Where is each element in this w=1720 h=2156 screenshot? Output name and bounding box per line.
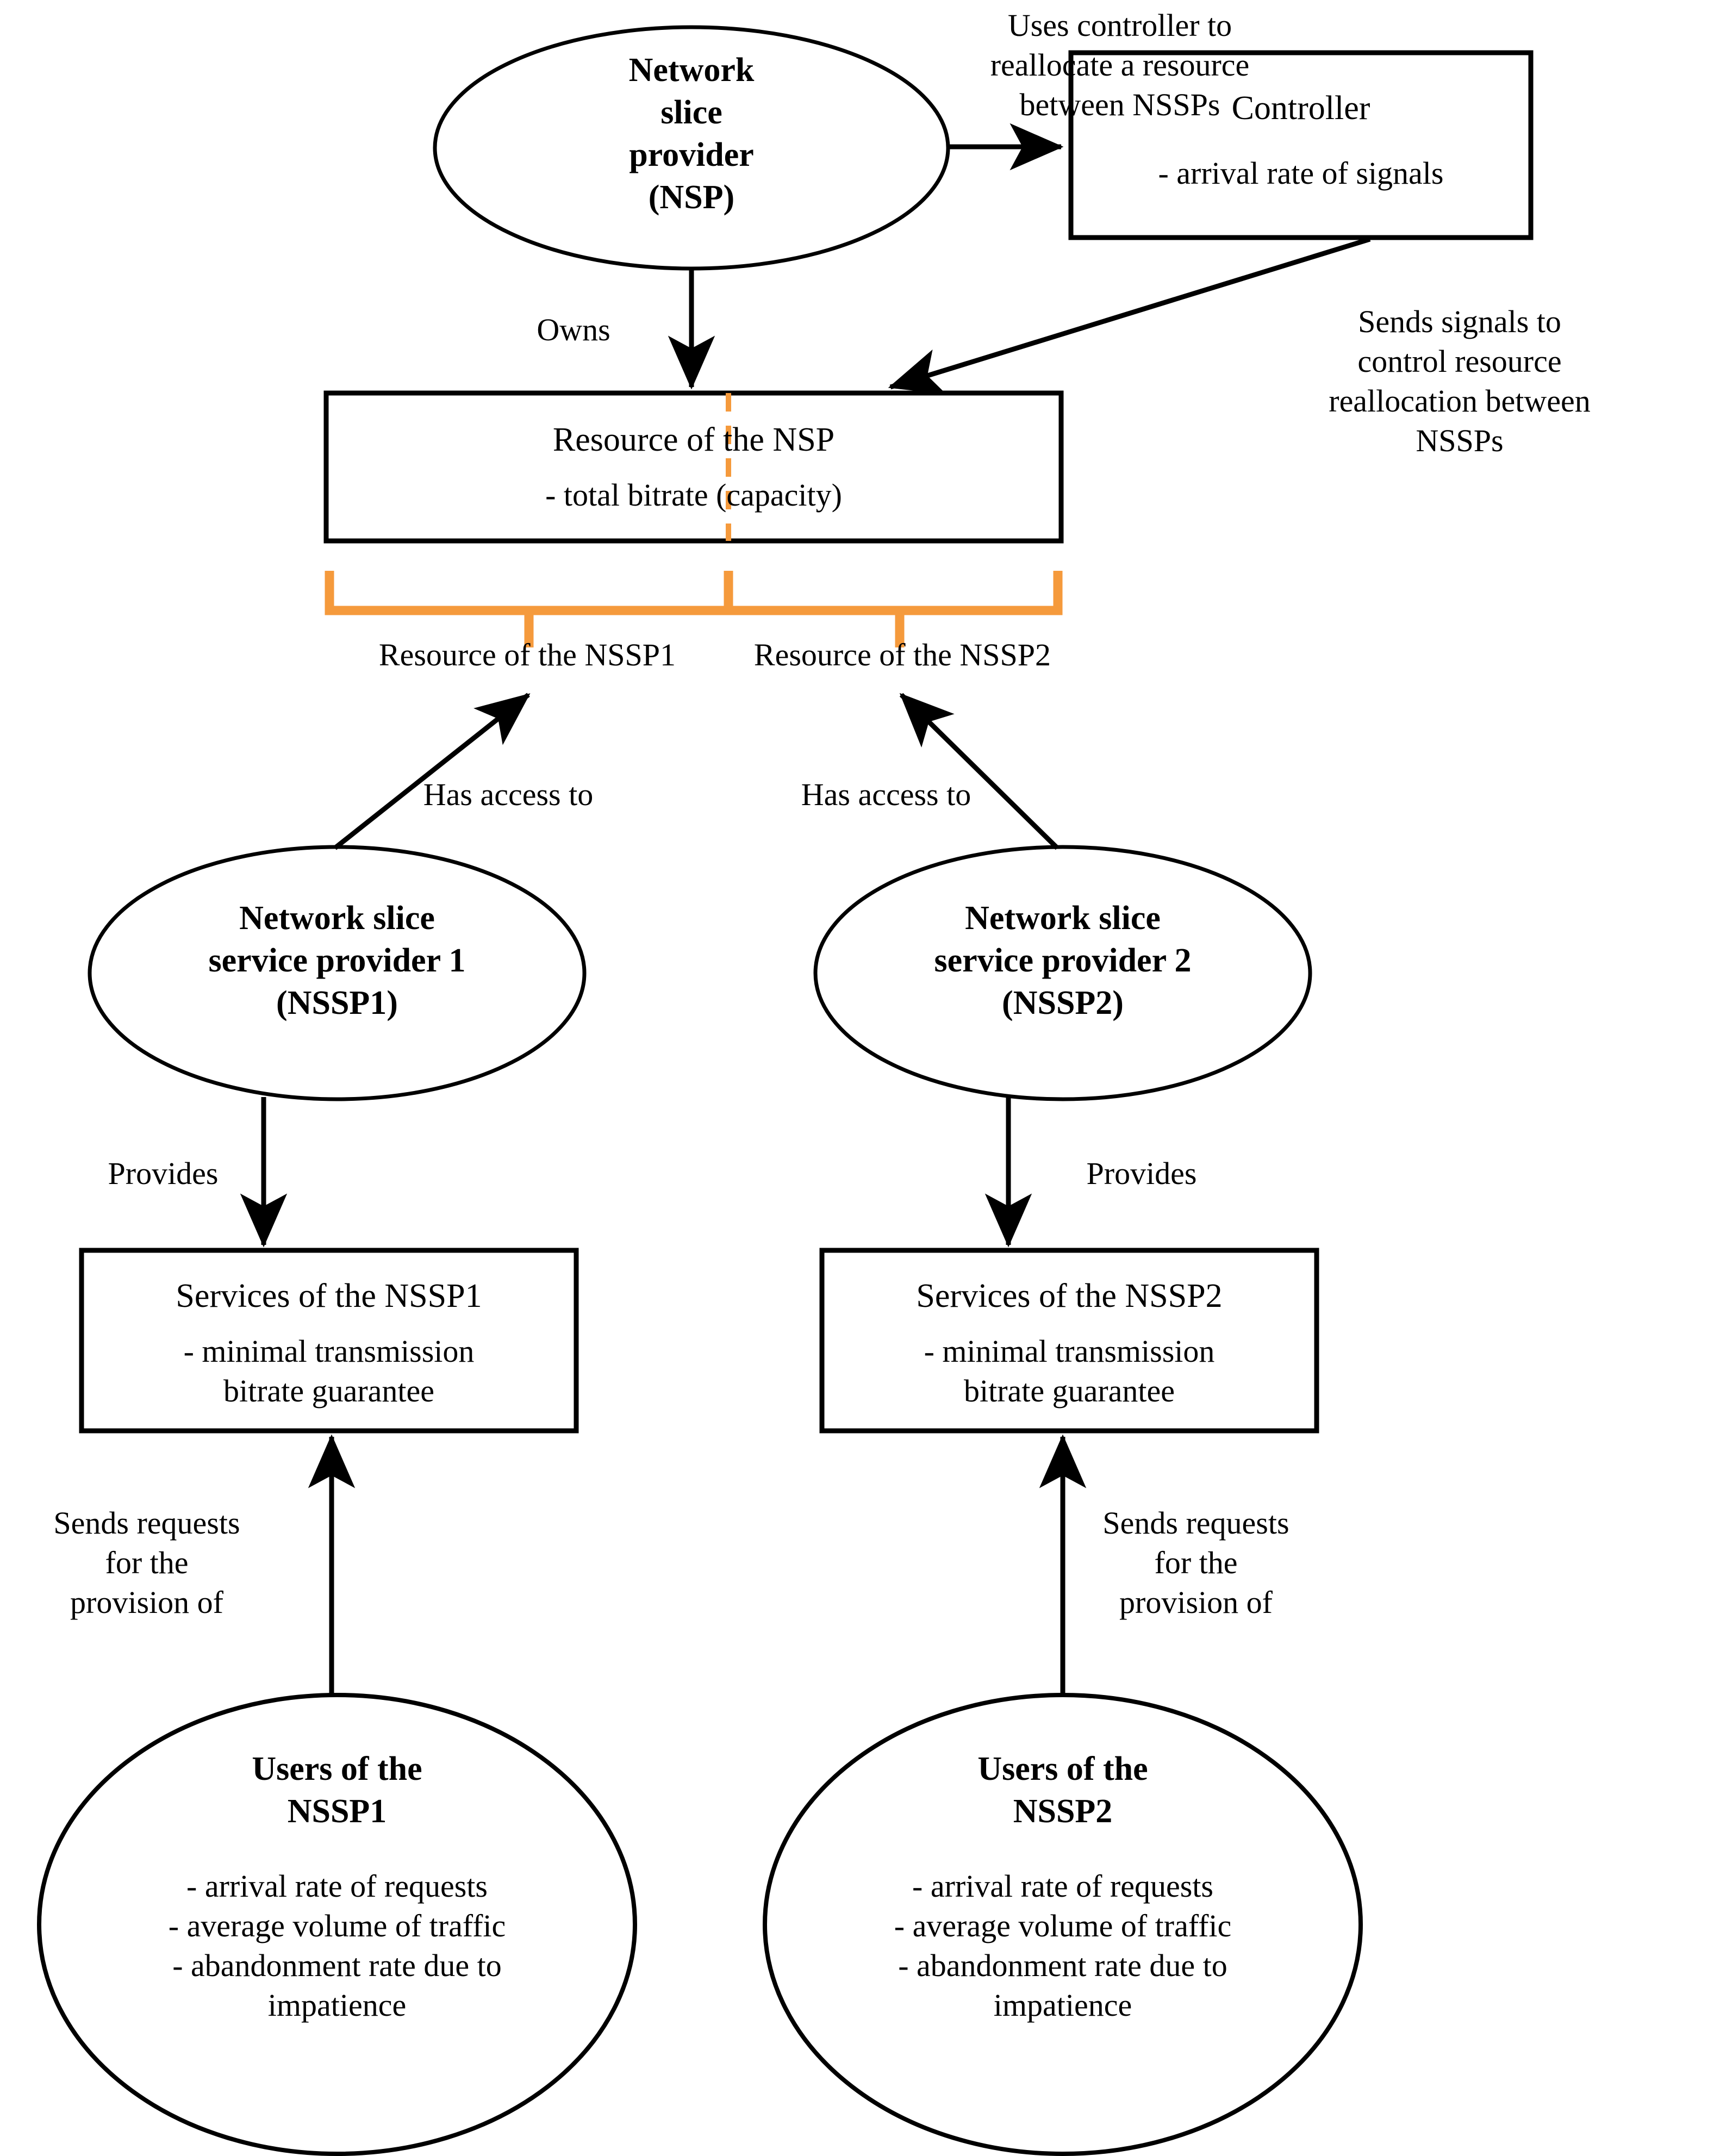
edge-label-uses-controller: Uses controller to reallocate a resource… <box>951 5 1288 124</box>
edge-label-sends-signals-line-4: NSSPs <box>1416 423 1504 459</box>
edge-label-sends-requests-1-line-1: Sends requests <box>53 1505 240 1541</box>
edge-nssp2-to-resource <box>899 693 1060 850</box>
edge-controller-to-resource <box>888 236 1371 395</box>
edge-label-has-access-to-2-text: Has access to <box>801 777 971 812</box>
edge-label-has-access-to-2: Has access to <box>769 775 1003 814</box>
edge-label-uses-controller-line-3: between NSSPs <box>1019 87 1220 123</box>
node-nssp1-shape[interactable] <box>88 845 587 1101</box>
edge-label-sends-signals-line-2: control resource <box>1357 344 1562 379</box>
edge-label-provides-2: Provides <box>1060 1154 1223 1193</box>
edge-label-owns-text: Owns <box>537 312 610 347</box>
edge-label-sends-requests-1-line-3: provision of <box>70 1585 223 1621</box>
edge-nssp1-to-resource <box>333 693 531 850</box>
node-resource-nsp-shape[interactable] <box>323 390 1064 544</box>
edge-label-sends-requests-2-line-2: for the <box>1154 1545 1238 1581</box>
edge-label-sends-requests-2-line-3: provision of <box>1119 1585 1273 1621</box>
edge-label-provides-1: Provides <box>82 1154 245 1193</box>
edge-label-sends-signals-line-1: Sends signals to <box>1358 304 1561 339</box>
edge-label-uses-controller-line-2: reallocate a resource <box>990 47 1250 83</box>
node-controller-shape[interactable] <box>1068 50 1534 240</box>
edge-label-has-access-to-1-text: Has access to <box>423 777 594 812</box>
edge-label-owns: Owns <box>489 310 658 350</box>
node-users-nssp2-shape[interactable] <box>763 1693 1363 2156</box>
edge-label-has-access-to-1: Has access to <box>391 775 625 814</box>
edge-label-uses-controller-line-1: Uses controller to <box>1007 8 1232 43</box>
edge-label-sends-requests-1: Sends requests for the provision of <box>33 1503 261 1622</box>
node-nsp-shape[interactable] <box>433 25 950 271</box>
edge-label-provides-2-text: Provides <box>1086 1156 1197 1191</box>
resource-allocation-bracket <box>325 571 1063 615</box>
node-users-nssp1-shape[interactable] <box>37 1693 637 2156</box>
edge-label-sends-requests-1-line-2: for the <box>105 1545 189 1581</box>
node-services-nssp1-shape[interactable] <box>79 1248 579 1434</box>
edge-label-provides-1-text: Provides <box>108 1156 219 1191</box>
edge-label-sends-requests-2: Sends requests for the provision of <box>1082 1503 1310 1622</box>
edge-label-sends-requests-2-line-1: Sends requests <box>1102 1505 1289 1541</box>
node-nssp2-shape[interactable] <box>813 845 1312 1101</box>
edge-label-sends-signals-line-3: reallocation between <box>1329 383 1591 419</box>
node-services-nssp2-shape[interactable] <box>819 1248 1319 1434</box>
edge-label-sends-signals: Sends signals to control resource reallo… <box>1245 302 1674 460</box>
